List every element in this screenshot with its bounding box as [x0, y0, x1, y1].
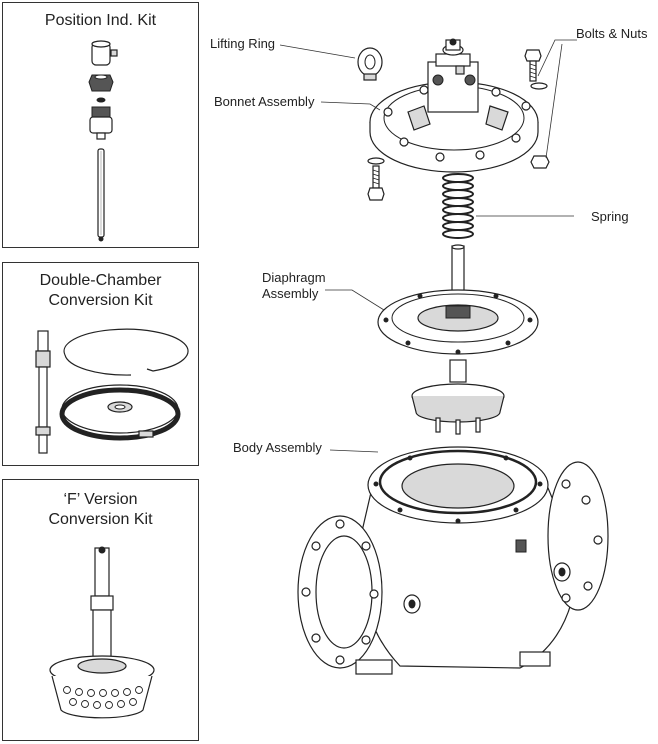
double-chamber-kit-title-line2: Conversion Kit — [48, 292, 153, 309]
callout-diaphragm-line1: Diaphragm — [262, 270, 326, 285]
position-ind-kit-box: Position Ind. Kit — [2, 2, 199, 248]
bolts-nuts-part — [367, 49, 550, 201]
callout-bonnet-assembly: Bonnet Assembly — [214, 94, 315, 109]
callout-bolts-nuts: Bolts & Nuts — [576, 26, 648, 41]
callout-spring: Spring — [591, 209, 629, 224]
leader-lines — [279, 39, 577, 453]
callout-diaphragm-line2: Assembly — [262, 286, 319, 301]
double-chamber-kit-drawing — [35, 328, 189, 454]
spring-part — [442, 173, 474, 239]
lifting-ring-part — [357, 47, 383, 81]
callout-body-assembly: Body Assembly — [233, 440, 322, 455]
f-version-kit-title-line2: Conversion Kit — [48, 511, 153, 528]
f-version-kit-drawing — [49, 546, 155, 719]
diaphragm-assembly-part — [377, 244, 539, 435]
position-ind-kit-drawing — [88, 40, 118, 242]
f-version-kit-box: ‘F’ Version Conversion Kit — [2, 479, 199, 741]
double-chamber-kit-box: Double-Chamber Conversion Kit — [2, 262, 199, 466]
bonnet-assembly-part — [369, 38, 539, 173]
callout-lifting-ring: Lifting Ring — [210, 36, 276, 51]
body-assembly-part — [297, 446, 609, 675]
position-ind-kit-title: Position Ind. Kit — [44, 12, 157, 29]
f-version-kit-title-line1: ‘F’ Version — [63, 491, 138, 508]
double-chamber-kit-title-line1: Double-Chamber — [39, 272, 162, 289]
